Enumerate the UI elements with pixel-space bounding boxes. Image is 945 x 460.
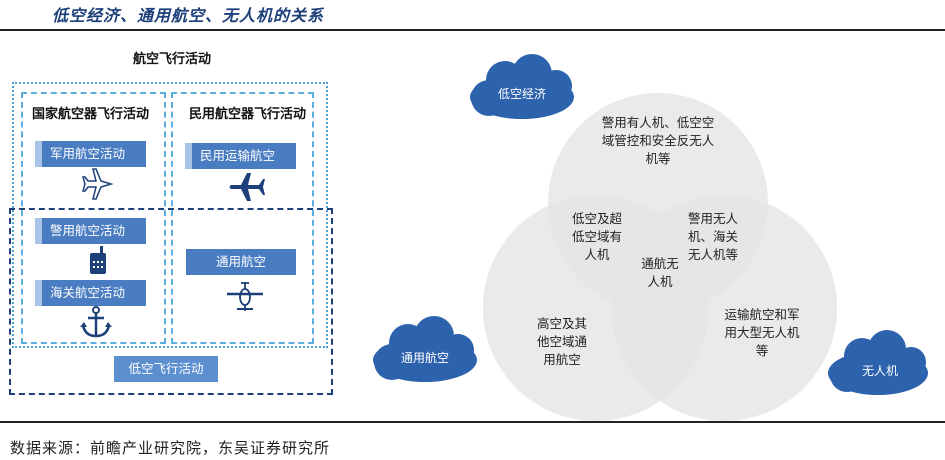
airplane-solid-icon	[227, 170, 267, 204]
venn-region-right: 运输航空和军 用大型无人机 等	[724, 307, 800, 358]
venn-region-left: 高空及其 他空域通 用航空	[536, 316, 587, 367]
state-aircraft-box	[21, 92, 166, 344]
small-plane-icon	[225, 281, 265, 313]
civil-aircraft-box	[171, 92, 314, 344]
cloud-label-low-altitude-economy: 低空经济	[497, 87, 546, 101]
aviation-activity-box	[12, 82, 328, 348]
police-aviation-block: 警用航空活动	[35, 218, 146, 244]
general-aviation-block: 通用航空	[186, 249, 296, 275]
civil-transport-block: 民用运输航空	[185, 143, 296, 169]
cloud-general-aviation	[373, 316, 477, 382]
walkie-talkie-icon	[87, 245, 109, 275]
venn-region-top: 警用有人机、低空空 域管控和安全反无人 机等	[601, 115, 715, 166]
low-altitude-flight-block: 低空飞行活动	[114, 356, 218, 382]
header-divider	[0, 29, 945, 31]
venn-region-top-right: 警用无人 机、海关 无人机等	[687, 211, 738, 262]
military-aviation-block: 军用航空活动	[35, 141, 146, 167]
customs-aviation-block: 海关航空活动	[35, 280, 146, 306]
cloud-label-drones: 无人机	[861, 364, 898, 378]
venn-circle-drones	[611, 195, 837, 421]
source-note: 数据来源：前瞻产业研究院，东吴证券研究所	[10, 439, 331, 457]
state-aircraft-label: 国家航空器飞行活动	[30, 103, 152, 122]
aviation-activity-label: 航空飞行活动	[133, 52, 212, 67]
venn-region-top-left: 低空及超 低空域有 人机	[571, 211, 622, 262]
airplane-outline-icon	[80, 168, 114, 200]
low-altitude-flight-box	[9, 208, 333, 395]
venn-region-center: 通航无 人机	[641, 256, 679, 289]
civil-aircraft-label: 民用航空器飞行活动	[187, 103, 309, 122]
cloud-drones	[828, 330, 928, 395]
cloud-label-general-aviation: 通用航空	[400, 351, 449, 365]
page-title: 低空经济、通用航空、无人机的关系	[52, 6, 325, 25]
cloud-low-altitude-economy	[470, 54, 574, 119]
anchor-icon	[79, 305, 113, 339]
footer-divider	[0, 421, 945, 423]
